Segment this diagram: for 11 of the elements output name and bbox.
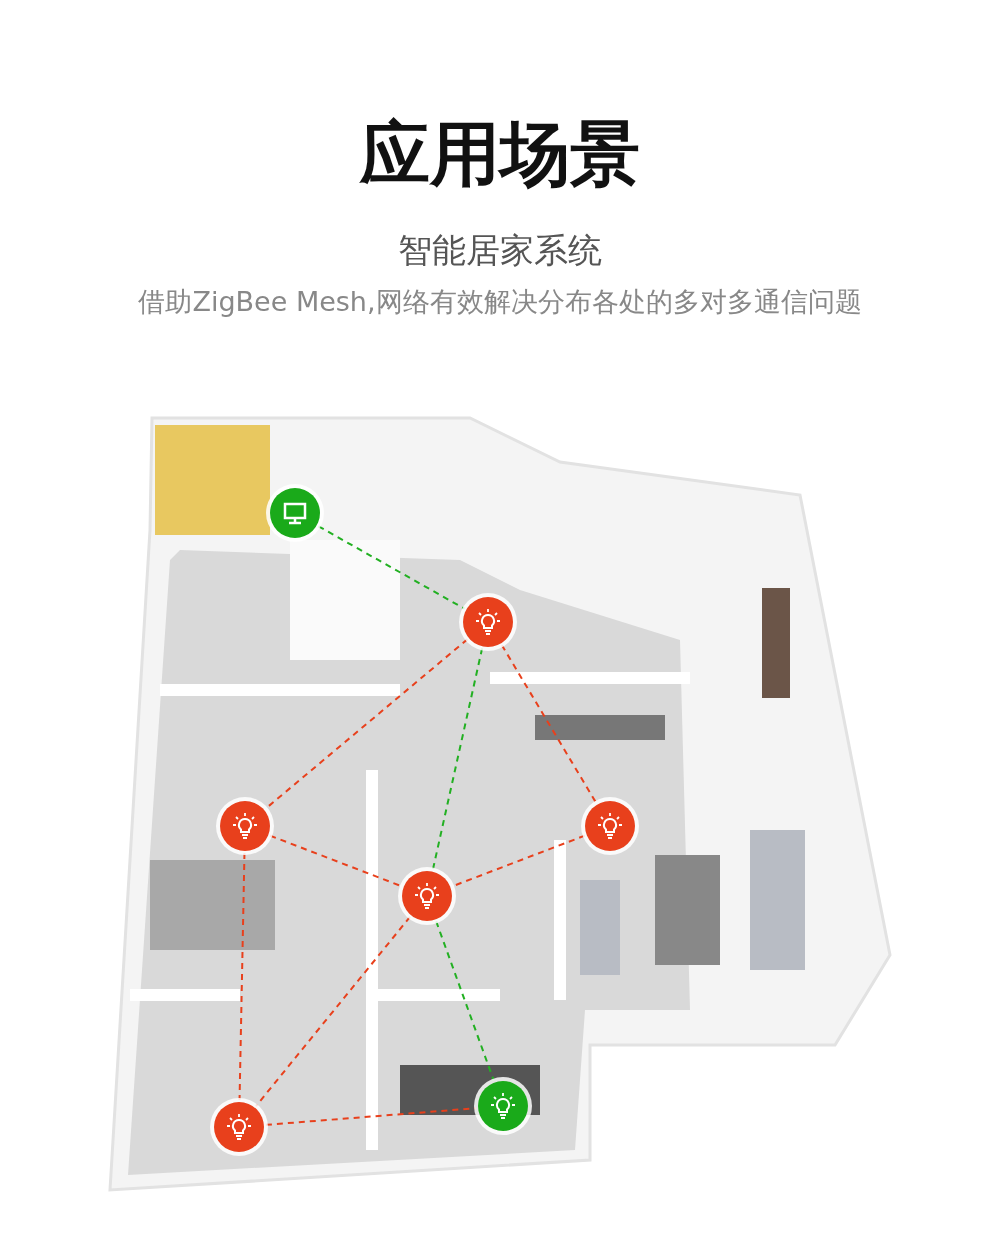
device-node bbox=[585, 801, 635, 851]
page-title: 应用场景 bbox=[358, 112, 641, 197]
description-text: 借助ZigBee Mesh,网络有效解决分布各处的多对多通信问题 bbox=[137, 285, 863, 319]
device-node bbox=[220, 801, 270, 851]
dashed-connector bbox=[500, 644, 598, 804]
device-node bbox=[270, 488, 320, 538]
dashed-connector bbox=[238, 852, 246, 1101]
device-node bbox=[214, 1102, 264, 1152]
subtitle: 智能居家系统 bbox=[397, 229, 603, 272]
device-node bbox=[402, 871, 452, 921]
device-node bbox=[463, 597, 513, 647]
